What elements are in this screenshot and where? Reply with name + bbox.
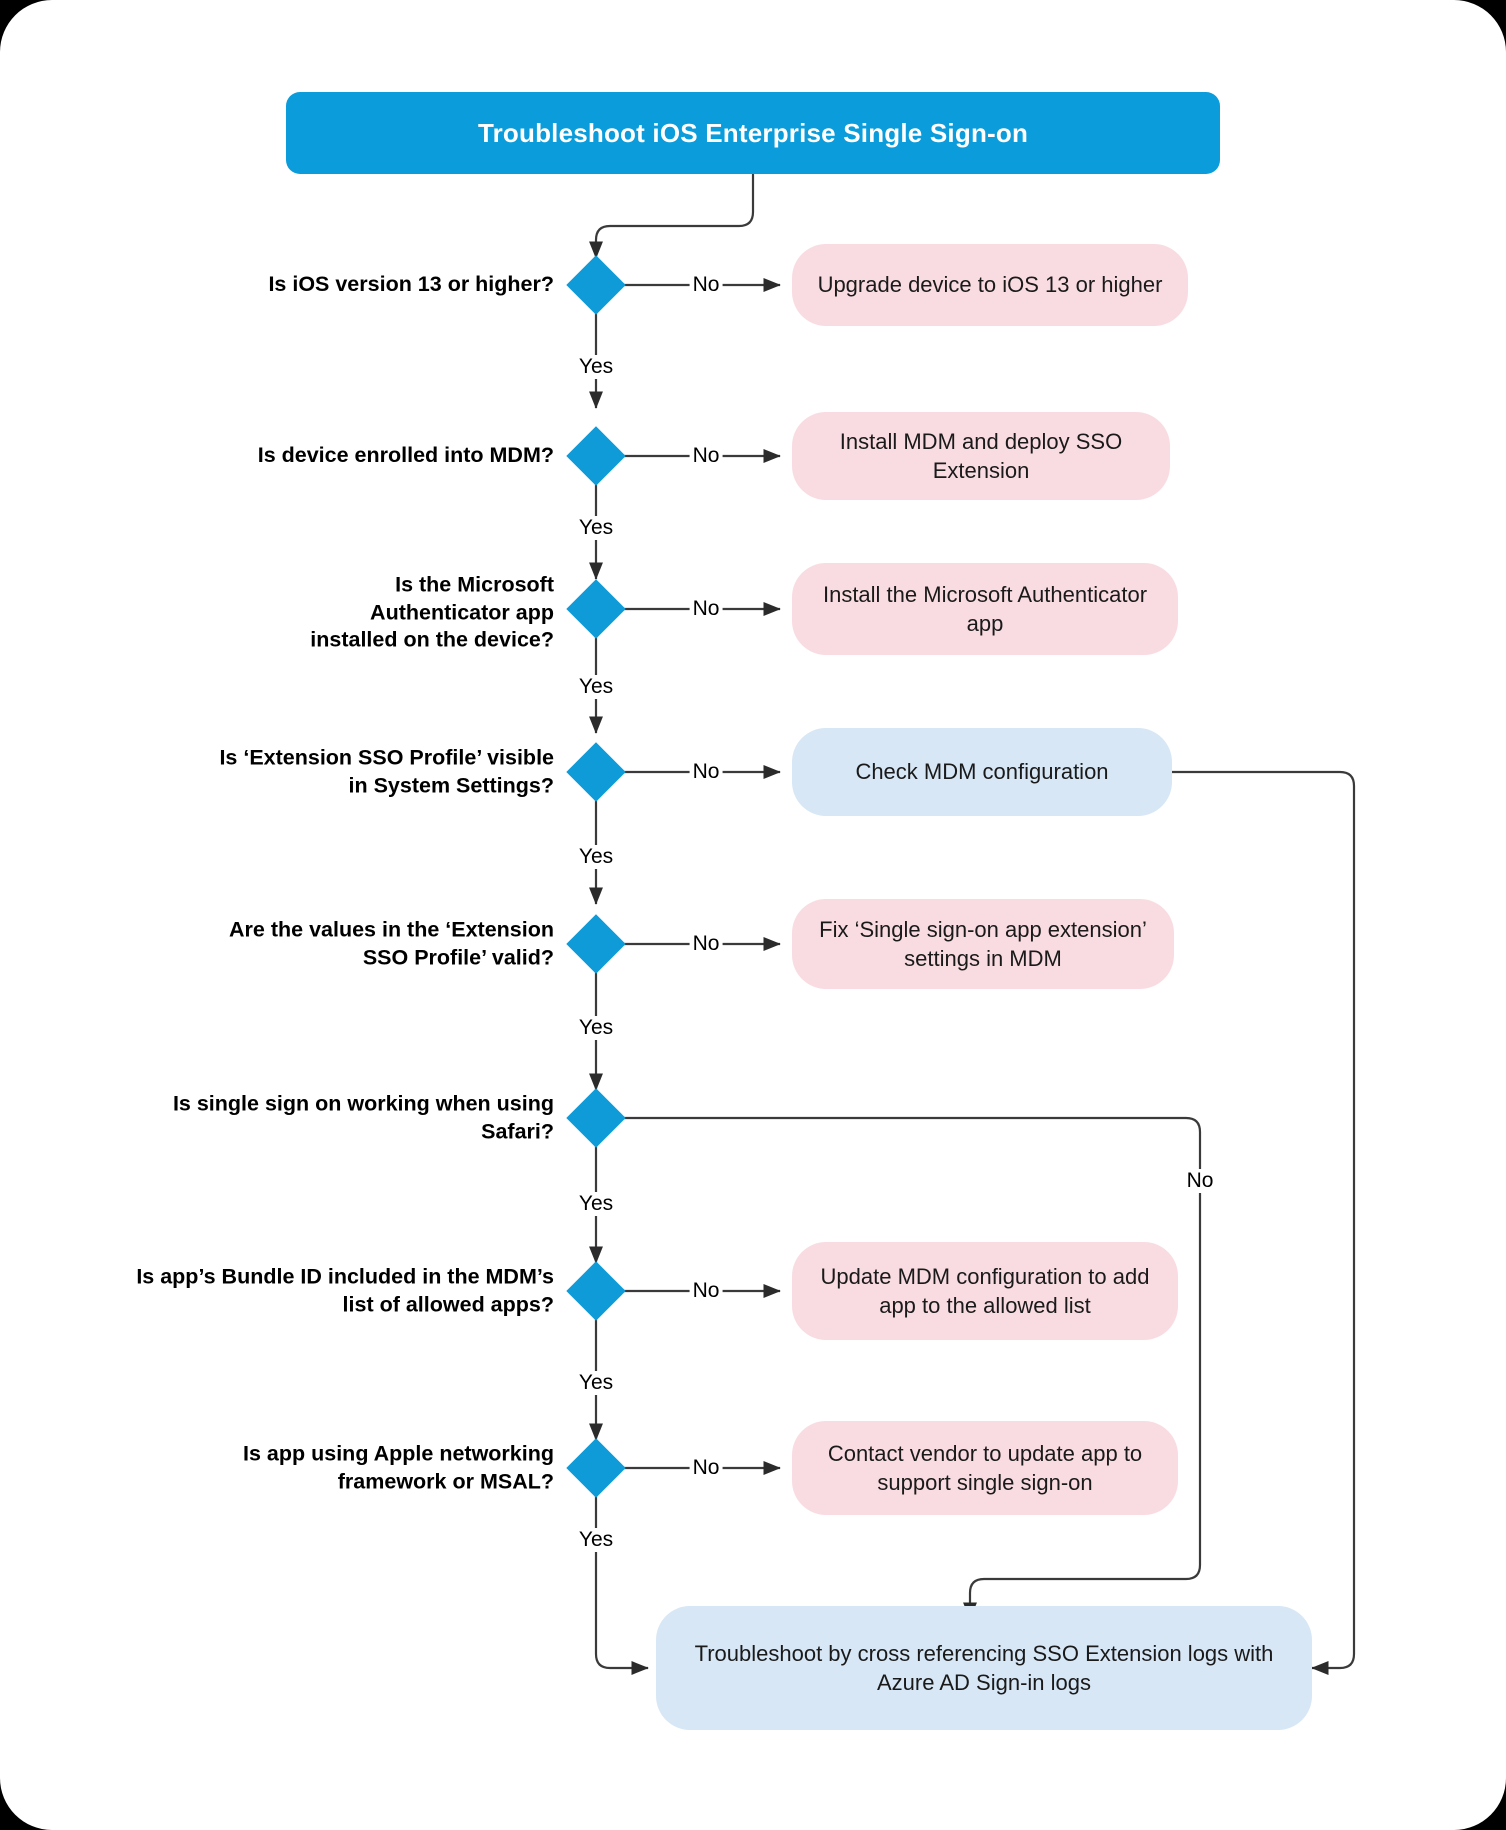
- decision-label-bundleid: Is app’s Bundle ID included in the MDM’s…: [136, 1264, 554, 1316]
- page-title: Troubleshoot iOS Enterprise Single Sign-…: [286, 92, 1220, 174]
- edge-label-yes-bundleid: Yes: [575, 1371, 617, 1395]
- edge-label-no-authapp: No: [689, 597, 723, 621]
- action-node-fixsso[interactable]: Fix ‘Single sign-on app extension’ setti…: [792, 899, 1174, 989]
- edge-label-yes-safari: Yes: [575, 1192, 617, 1216]
- edge-label-no-ssoprofile: No: [689, 760, 723, 784]
- edge-label-no-safari: No: [1183, 1169, 1217, 1193]
- edge-label-yes-mdm: Yes: [575, 516, 617, 540]
- edge-label-yes-ssoprofile: Yes: [575, 845, 617, 869]
- decision-label-ssovalues: Are the values in the ‘Extension SSO Pro…: [229, 917, 554, 969]
- edge-label-yes-ssovalues: Yes: [575, 1016, 617, 1040]
- decision-label-safari: Is single sign on working when using Saf…: [172, 1091, 554, 1143]
- edge-label-no-mdm: No: [689, 444, 723, 468]
- edge-label-no-msal: No: [689, 1456, 723, 1480]
- decision-label-msal: Is app using Apple networking framework …: [243, 1441, 554, 1493]
- edge-title-to-ios13: [588, 174, 755, 259]
- decision-label-mdm: Is device enrolled into MDM?: [257, 443, 554, 468]
- action-node-checkmdm[interactable]: Check MDM configuration: [792, 728, 1172, 816]
- decision-label-ios13: Is iOS version 13 or higher?: [268, 272, 554, 297]
- edge-label-yes-ios13: Yes: [575, 355, 617, 379]
- edge-label-yes-authapp: Yes: [575, 675, 617, 699]
- action-node-installauth[interactable]: Install the Microsoft Authenticator app: [792, 563, 1178, 655]
- action-node-final[interactable]: Troubleshoot by cross referencing SSO Ex…: [656, 1606, 1312, 1730]
- edge-label-yes-msal: Yes: [575, 1528, 617, 1552]
- edge-msal-yes: [594, 1491, 649, 1676]
- decision-label-ssoprofile: Is ‘Extension SSO Profile’ visible in Sy…: [219, 745, 554, 797]
- edge-checkmdm-to-final: [1172, 770, 1356, 1676]
- edge-safari-no: [618, 1116, 1202, 1620]
- edge-label-no-ssovalues: No: [689, 932, 723, 956]
- action-node-upgrade[interactable]: Upgrade device to iOS 13 or higher: [792, 244, 1188, 326]
- edge-label-no-ios13: No: [689, 273, 723, 297]
- edge-label-no-bundleid: No: [689, 1279, 723, 1303]
- action-node-vendor[interactable]: Contact vendor to update app to support …: [792, 1421, 1178, 1515]
- action-node-installmdm[interactable]: Install MDM and deploy SSO Extension: [792, 412, 1170, 500]
- action-node-updatemdm[interactable]: Update MDM configuration to add app to t…: [792, 1242, 1178, 1340]
- decision-label-authapp: Is the Microsoft Authenticator app insta…: [310, 572, 554, 652]
